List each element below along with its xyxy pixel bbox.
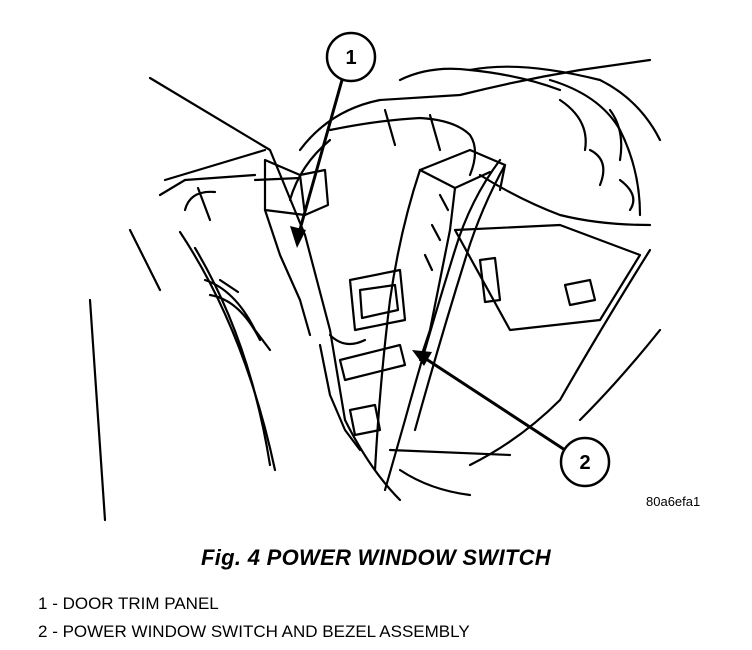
legend-number: 2 [38,622,48,641]
callout-1-number: 1 [345,47,356,69]
door-trim-panel-drawing [88,76,347,522]
legend-separator: - [47,594,63,613]
legend-separator: - [47,622,63,641]
diagram-illustration: 1 2 [88,31,662,522]
callout-2-number: 2 [579,452,590,474]
figure-code: 80a6efa1 [646,494,701,509]
legend-number: 1 [38,594,48,613]
switch-bezel-drawing [318,148,507,492]
legend-item: 1 - DOOR TRIM PANEL [38,594,219,614]
door-inner-drawing [343,223,662,502]
legend-label: DOOR TRIM PANEL [62,594,219,613]
figure-title: Fig. 4 POWER WINDOW SWITCH [201,545,551,570]
callout-1: 1 [290,31,377,248]
callout-2: 2 [412,350,611,488]
legend-item: 2 - POWER WINDOW SWITCH AND BEZEL ASSEMB… [38,622,470,642]
legend-label: POWER WINDOW SWITCH AND BEZEL ASSEMBLY [62,622,470,641]
